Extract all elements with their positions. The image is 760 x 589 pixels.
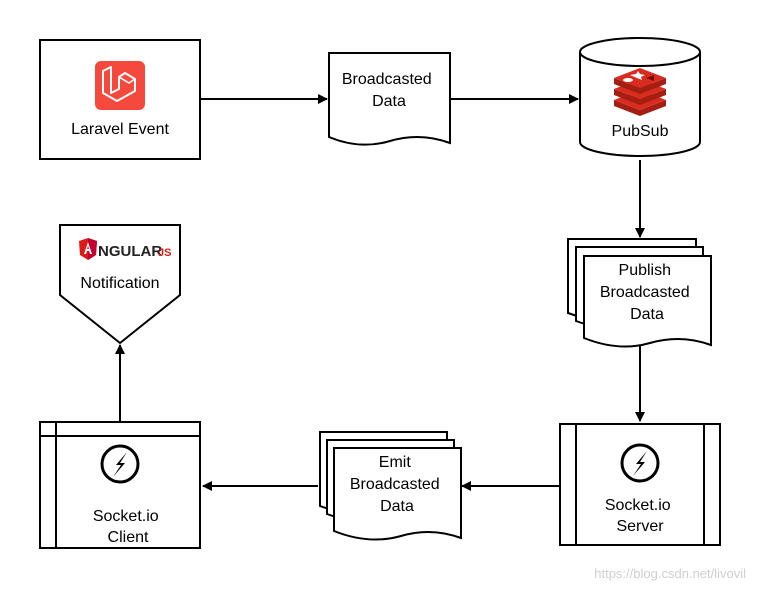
svg-text:JS: JS (158, 247, 171, 259)
socketio-server-label: Socket.io Server (605, 497, 675, 535)
node-pubsub: PubSub (579, 37, 701, 157)
emit-broadcasted-data-label: Emit Broadcasted Data (350, 454, 444, 515)
node-emit-broadcasted-data: Emit Broadcasted Data (319, 431, 462, 541)
watermark-text: https://blog.csdn.net/livovil (594, 566, 746, 581)
angularjs-logo-icon: NGULAR JS (79, 238, 171, 260)
redis-logo-icon (614, 68, 666, 116)
node-laravel-event: Laravel Event (39, 39, 201, 160)
notification-label: Notification (80, 275, 159, 292)
node-socketio-server: Socket.io Server (559, 423, 721, 546)
laravel-logo-icon (95, 61, 145, 110)
broadcasted-data-label: Broadcasted Data (342, 71, 436, 110)
node-publish-broadcasted-data: Publish Broadcasted Data (567, 238, 712, 348)
node-notification: NGULAR JS Notification (59, 224, 181, 345)
socketio-logo-icon (620, 443, 660, 483)
node-broadcasted-data: Broadcasted Data (328, 52, 451, 146)
pubsub-label: PubSub (612, 123, 669, 140)
publish-broadcasted-data-label: Publish Broadcasted Data (600, 262, 694, 323)
socketio-logo-icon (100, 444, 140, 484)
node-socketio-client: Socket.io Client (39, 421, 201, 549)
socketio-client-label: Socket.io Client (93, 508, 163, 546)
svg-text:NGULAR: NGULAR (98, 243, 162, 260)
laravel-event-label: Laravel Event (71, 121, 169, 138)
